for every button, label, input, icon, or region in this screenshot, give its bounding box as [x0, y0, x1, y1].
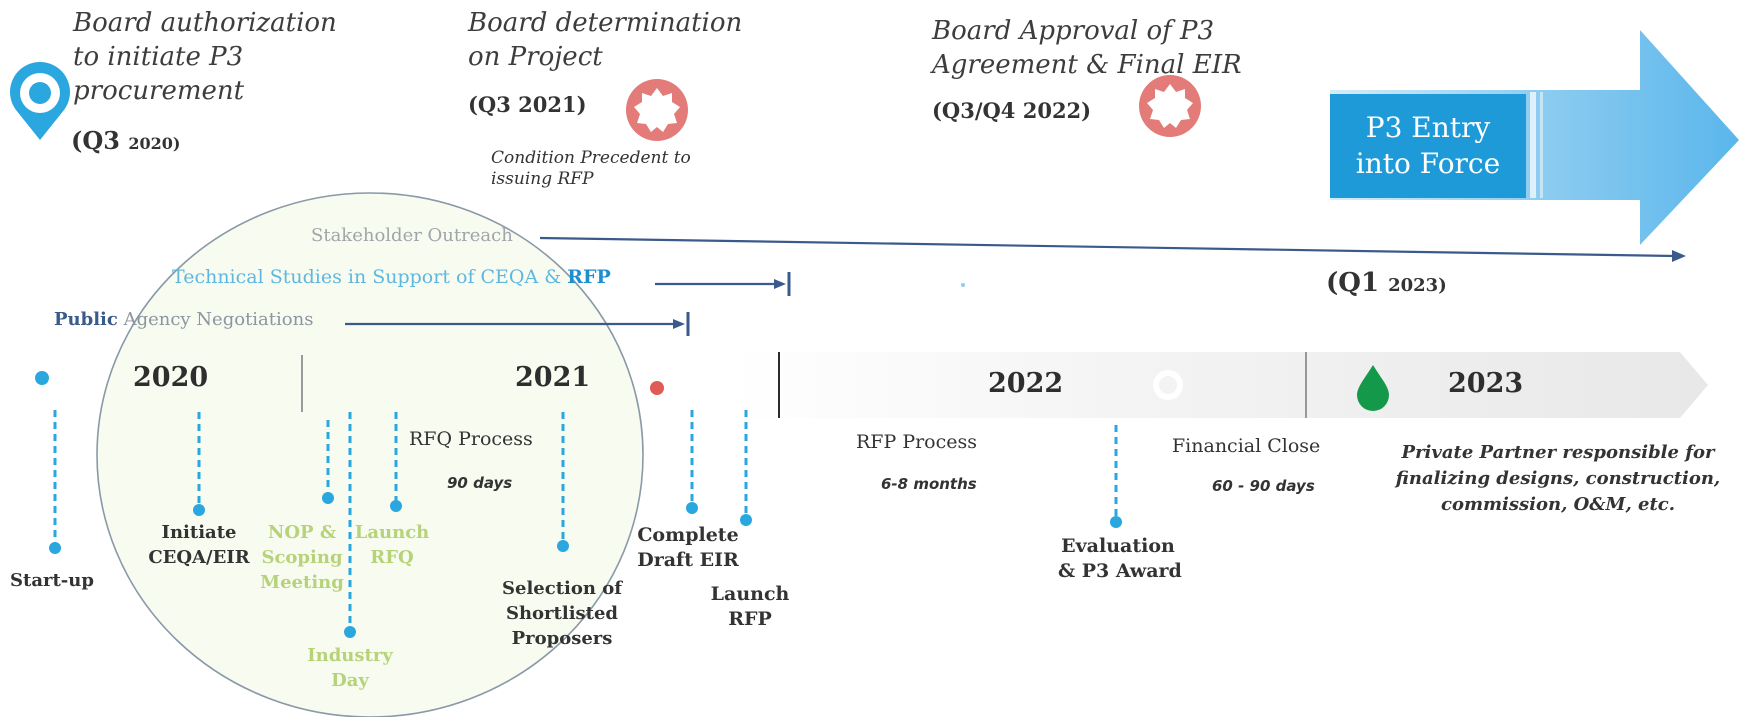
milestone-title-line: procurement [73, 76, 245, 106]
red-dot [650, 381, 664, 395]
event-label-line: CEQA/EIR [148, 547, 250, 568]
entry-label-line-2: into Force [1355, 147, 1501, 180]
milestone-date: (Q3 2021) [468, 92, 587, 117]
starburst-badge-icon [1139, 75, 1201, 137]
event-label-line: Evaluation [1061, 535, 1175, 557]
private-partner-line: Private Partner responsible for [1401, 442, 1715, 463]
stakeholder-outreach-arrowhead [1672, 250, 1686, 262]
process-name: Financial Close [1172, 435, 1321, 457]
event-label-line: Initiate [161, 522, 237, 543]
entry-gap-stripe [1530, 92, 1536, 198]
process-duration: 60 - 90 days [1212, 477, 1315, 495]
event-label-line: Launch [354, 522, 430, 543]
event-label-start-up: Start-up [10, 568, 94, 593]
event-label-line: RFP [728, 608, 772, 630]
workstream-label-bold: RFP [567, 266, 611, 288]
event-label-line: Scoping [261, 547, 343, 568]
milestone-date: (Q3 2020) [71, 126, 180, 155]
event-label-line: Day [331, 670, 369, 691]
milestone-title-line: Board authorization [73, 8, 337, 38]
workstream-label-text: Agency Negotiations [117, 309, 314, 330]
milestone-note: Condition Precedent to issuing RFP [491, 148, 691, 190]
process-duration: 6-8 months [881, 475, 977, 493]
event-label-complete-draft-eir: Complete Draft EIR [632, 523, 744, 573]
event-label-line: Complete [637, 524, 739, 546]
milestone-date: (Q3/Q4 2022) [932, 98, 1091, 123]
event-label-selection-shortlisted: Selection of Shortlisted Proposers [497, 576, 627, 651]
workstream-label: Stakeholder Outreach [311, 225, 513, 246]
milestone-title-line: Board determination [468, 8, 743, 38]
stakeholder-outreach-arrow [539, 236, 1676, 258]
entry-gap-stripe [1540, 92, 1543, 198]
entry-into-force-box [1330, 94, 1526, 198]
event-connectors [53, 410, 1118, 628]
faint-circle-marker [1153, 370, 1183, 400]
workstream-label-text: Technical Studies in Support of CEQA & [172, 266, 568, 288]
private-partner-line: finalizing designs, construction, [1395, 468, 1721, 489]
event-label-line: Meeting [260, 572, 344, 593]
event-label-line: RFQ [370, 547, 414, 568]
entry-into-force-date: (Q1 2023) [1326, 268, 1447, 298]
milestone-title-line: Board Approval of P3 [932, 16, 1215, 46]
technical-studies-arrowhead [774, 279, 786, 289]
process-name: RFP Process [856, 431, 978, 453]
event-label-line: Start-up [10, 570, 94, 591]
workstream-label: Technical Studies in Support of CEQA & R… [172, 266, 611, 288]
event-label-industry-day: Industry Day [305, 643, 395, 693]
milestone-title-line: Agreement & Final EIR [932, 50, 1242, 80]
milestone-title: Board authorization to initiate P3 procu… [73, 6, 337, 108]
event-label-launch-rfq: Launch RFQ [352, 520, 432, 570]
entry-into-force-label: P3 Entry into Force [1330, 110, 1526, 182]
event-label-line: Industry [307, 645, 393, 666]
event-label-line: Shortlisted [505, 603, 619, 624]
event-label-launch-rfp: Launch RFP [702, 582, 798, 632]
milestone-date-small: 2020) [128, 134, 181, 153]
milestone-note-line: Condition Precedent to [491, 148, 691, 168]
agency-negotiations-arrowhead [673, 319, 685, 329]
workstream-label-text: Stakeholder Outreach [311, 225, 513, 246]
start-dot [35, 371, 49, 385]
entry-label-line-1: P3 Entry [1365, 111, 1491, 144]
event-label-line: Selection of [502, 578, 622, 599]
year-label: 2022 [988, 368, 1064, 399]
milestone-date-main: (Q3 [71, 126, 120, 155]
year-band [730, 352, 1708, 418]
event-label-line: Draft EIR [637, 549, 739, 571]
year-label: 2020 [133, 362, 209, 393]
milestone-title-line: to initiate P3 [73, 42, 244, 72]
year-label: 2021 [515, 362, 591, 393]
event-label-line: NOP & [267, 522, 337, 543]
event-label-initiate-ceqa: Initiate CEQA/EIR [146, 520, 252, 570]
process-name: RFQ Process [409, 428, 533, 450]
private-partner-line: commission, O&M, etc. [1440, 494, 1675, 515]
green-drop-marker [1357, 365, 1389, 411]
location-pin-icon [10, 62, 70, 141]
event-connector-dots [49, 492, 1122, 638]
milestone-date-main: (Q3 2021) [468, 92, 587, 117]
process-duration: 90 days [447, 474, 513, 492]
milestone-title-line: on Project [468, 42, 603, 72]
milestone-title: Board determination on Project [468, 6, 742, 74]
workstream-label: Public Agency Negotiations [54, 309, 313, 330]
starburst-badge-icon [626, 79, 688, 141]
private-partner-note: Private Partner responsible for finalizi… [1386, 440, 1730, 518]
event-label-nop-scoping: NOP & Scoping Meeting [256, 520, 348, 595]
milestone-note-line: issuing RFP [491, 169, 594, 189]
entry-date-main: (Q1 [1326, 268, 1380, 298]
milestone-date-main: (Q3/Q4 2022) [932, 98, 1092, 123]
tiny-dot [961, 283, 965, 287]
event-label-line: Launch [710, 583, 790, 605]
entry-date-small: 2023) [1388, 275, 1447, 296]
workstream-label-bold: Public [54, 309, 118, 330]
event-label-line: & P3 Award [1058, 560, 1182, 582]
milestone-title: Board Approval of P3 Agreement & Final E… [932, 14, 1242, 82]
event-label-evaluation-award: Evaluation & P3 Award [1058, 534, 1182, 584]
year-label: 2023 [1448, 368, 1524, 399]
event-label-line: Proposers [511, 628, 613, 649]
